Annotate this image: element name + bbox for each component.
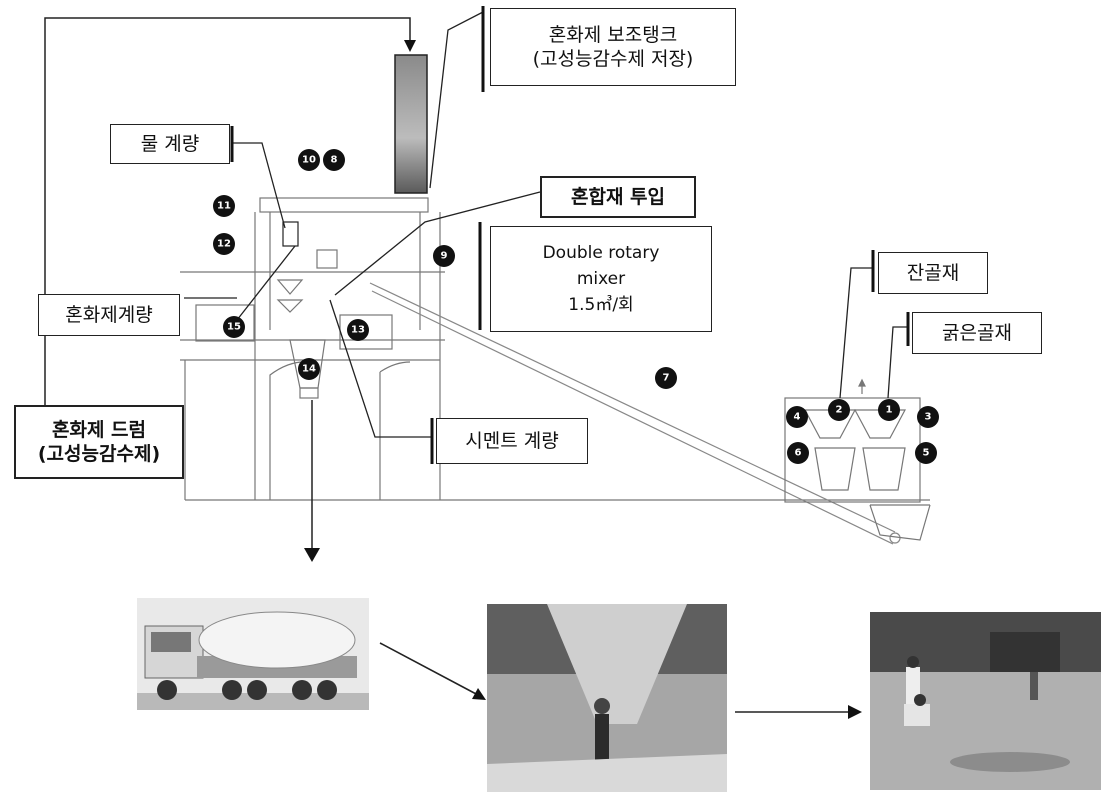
- marker-13: 13: [347, 319, 369, 341]
- admixture-drum-label: 혼화제 드럼 (고성능감수제): [14, 405, 184, 479]
- marker-12: 12: [213, 233, 235, 255]
- mixer-label-line2: mixer: [577, 266, 625, 292]
- truck-to-pour-arrow: [380, 643, 478, 695]
- aggregate-bins: [785, 380, 930, 540]
- aux-tank-label: 혼화제 보조탱크 (고성능감수제 저장): [490, 8, 736, 86]
- fine-aggregate-label: 잔골재: [878, 252, 988, 294]
- admixture-weighing-label: 혼화제계량: [38, 294, 180, 336]
- svg-text:2: 2: [836, 405, 843, 416]
- mixer-label: Double rotary mixer 1.5㎥/회: [490, 226, 712, 332]
- mixer-label-line3: 1.5㎥/회: [568, 292, 633, 318]
- svg-text:10: 10: [302, 155, 316, 166]
- marker-2: 2: [828, 399, 850, 421]
- svg-text:13: 13: [351, 325, 365, 336]
- svg-text:1: 1: [886, 405, 893, 416]
- cement-weighing-text: 시멘트 계량: [465, 429, 558, 453]
- admixture-drum-line2: (고성능감수제): [38, 442, 160, 466]
- marker-7: 7: [655, 367, 677, 389]
- marker-14: 14: [298, 358, 320, 380]
- svg-text:11: 11: [217, 201, 231, 212]
- fine-aggregate-text: 잔골재: [907, 261, 959, 285]
- svg-text:9: 9: [441, 251, 448, 262]
- marker-1: 1: [878, 399, 900, 421]
- marker-10: 10: [298, 149, 320, 171]
- concrete-pouring-photo: [487, 604, 727, 792]
- water-weighing-label: 물 계량: [110, 124, 230, 164]
- coarse-aggregate-label: 굵은골재: [912, 312, 1042, 354]
- discharge-arrow-icon: [304, 548, 320, 562]
- svg-text:12: 12: [217, 239, 231, 250]
- svg-text:5: 5: [923, 448, 930, 459]
- svg-text:8: 8: [331, 155, 338, 166]
- marker-9: 9: [433, 245, 455, 267]
- marker-11: 11: [213, 195, 235, 217]
- marker-6: 6: [787, 442, 809, 464]
- marker-15: 15: [223, 316, 245, 338]
- auxiliary-tank: [395, 55, 427, 193]
- svg-text:7: 7: [663, 373, 670, 384]
- pavement-finishing-photo: [870, 612, 1101, 790]
- admixture-input-label: 혼합재 투입: [540, 176, 696, 218]
- marker-4: 4: [786, 406, 808, 428]
- concrete-mixer-truck-photo: [137, 598, 369, 710]
- mixer-label-line1: Double rotary: [543, 240, 660, 266]
- svg-text:14: 14: [302, 364, 316, 375]
- coarse-aggregate-text: 굵은골재: [942, 321, 1012, 345]
- admixture-input-text: 혼합재 투입: [571, 185, 665, 209]
- feed-arrow-icon: [404, 40, 416, 52]
- aux-tank-label-line2: (고성능감수제 저장): [533, 47, 694, 71]
- marker-8: 8: [323, 149, 345, 171]
- cement-weighing-label: 시멘트 계량: [436, 418, 588, 464]
- svg-text:15: 15: [227, 322, 241, 333]
- water-weighing-text: 물 계량: [141, 132, 199, 156]
- svg-text:4: 4: [794, 412, 801, 423]
- pour-to-finish-arrow-icon: [848, 705, 862, 719]
- marker-5: 5: [915, 442, 937, 464]
- admixture-weighing-text: 혼화제계량: [65, 303, 152, 327]
- aux-tank-label-line1: 혼화제 보조탱크: [549, 23, 677, 47]
- truck-to-pour-arrow-icon: [472, 688, 486, 700]
- marker-3: 3: [917, 406, 939, 428]
- svg-text:3: 3: [925, 412, 932, 423]
- svg-text:6: 6: [795, 448, 802, 459]
- admixture-drum-line1: 혼화제 드럼: [52, 418, 146, 442]
